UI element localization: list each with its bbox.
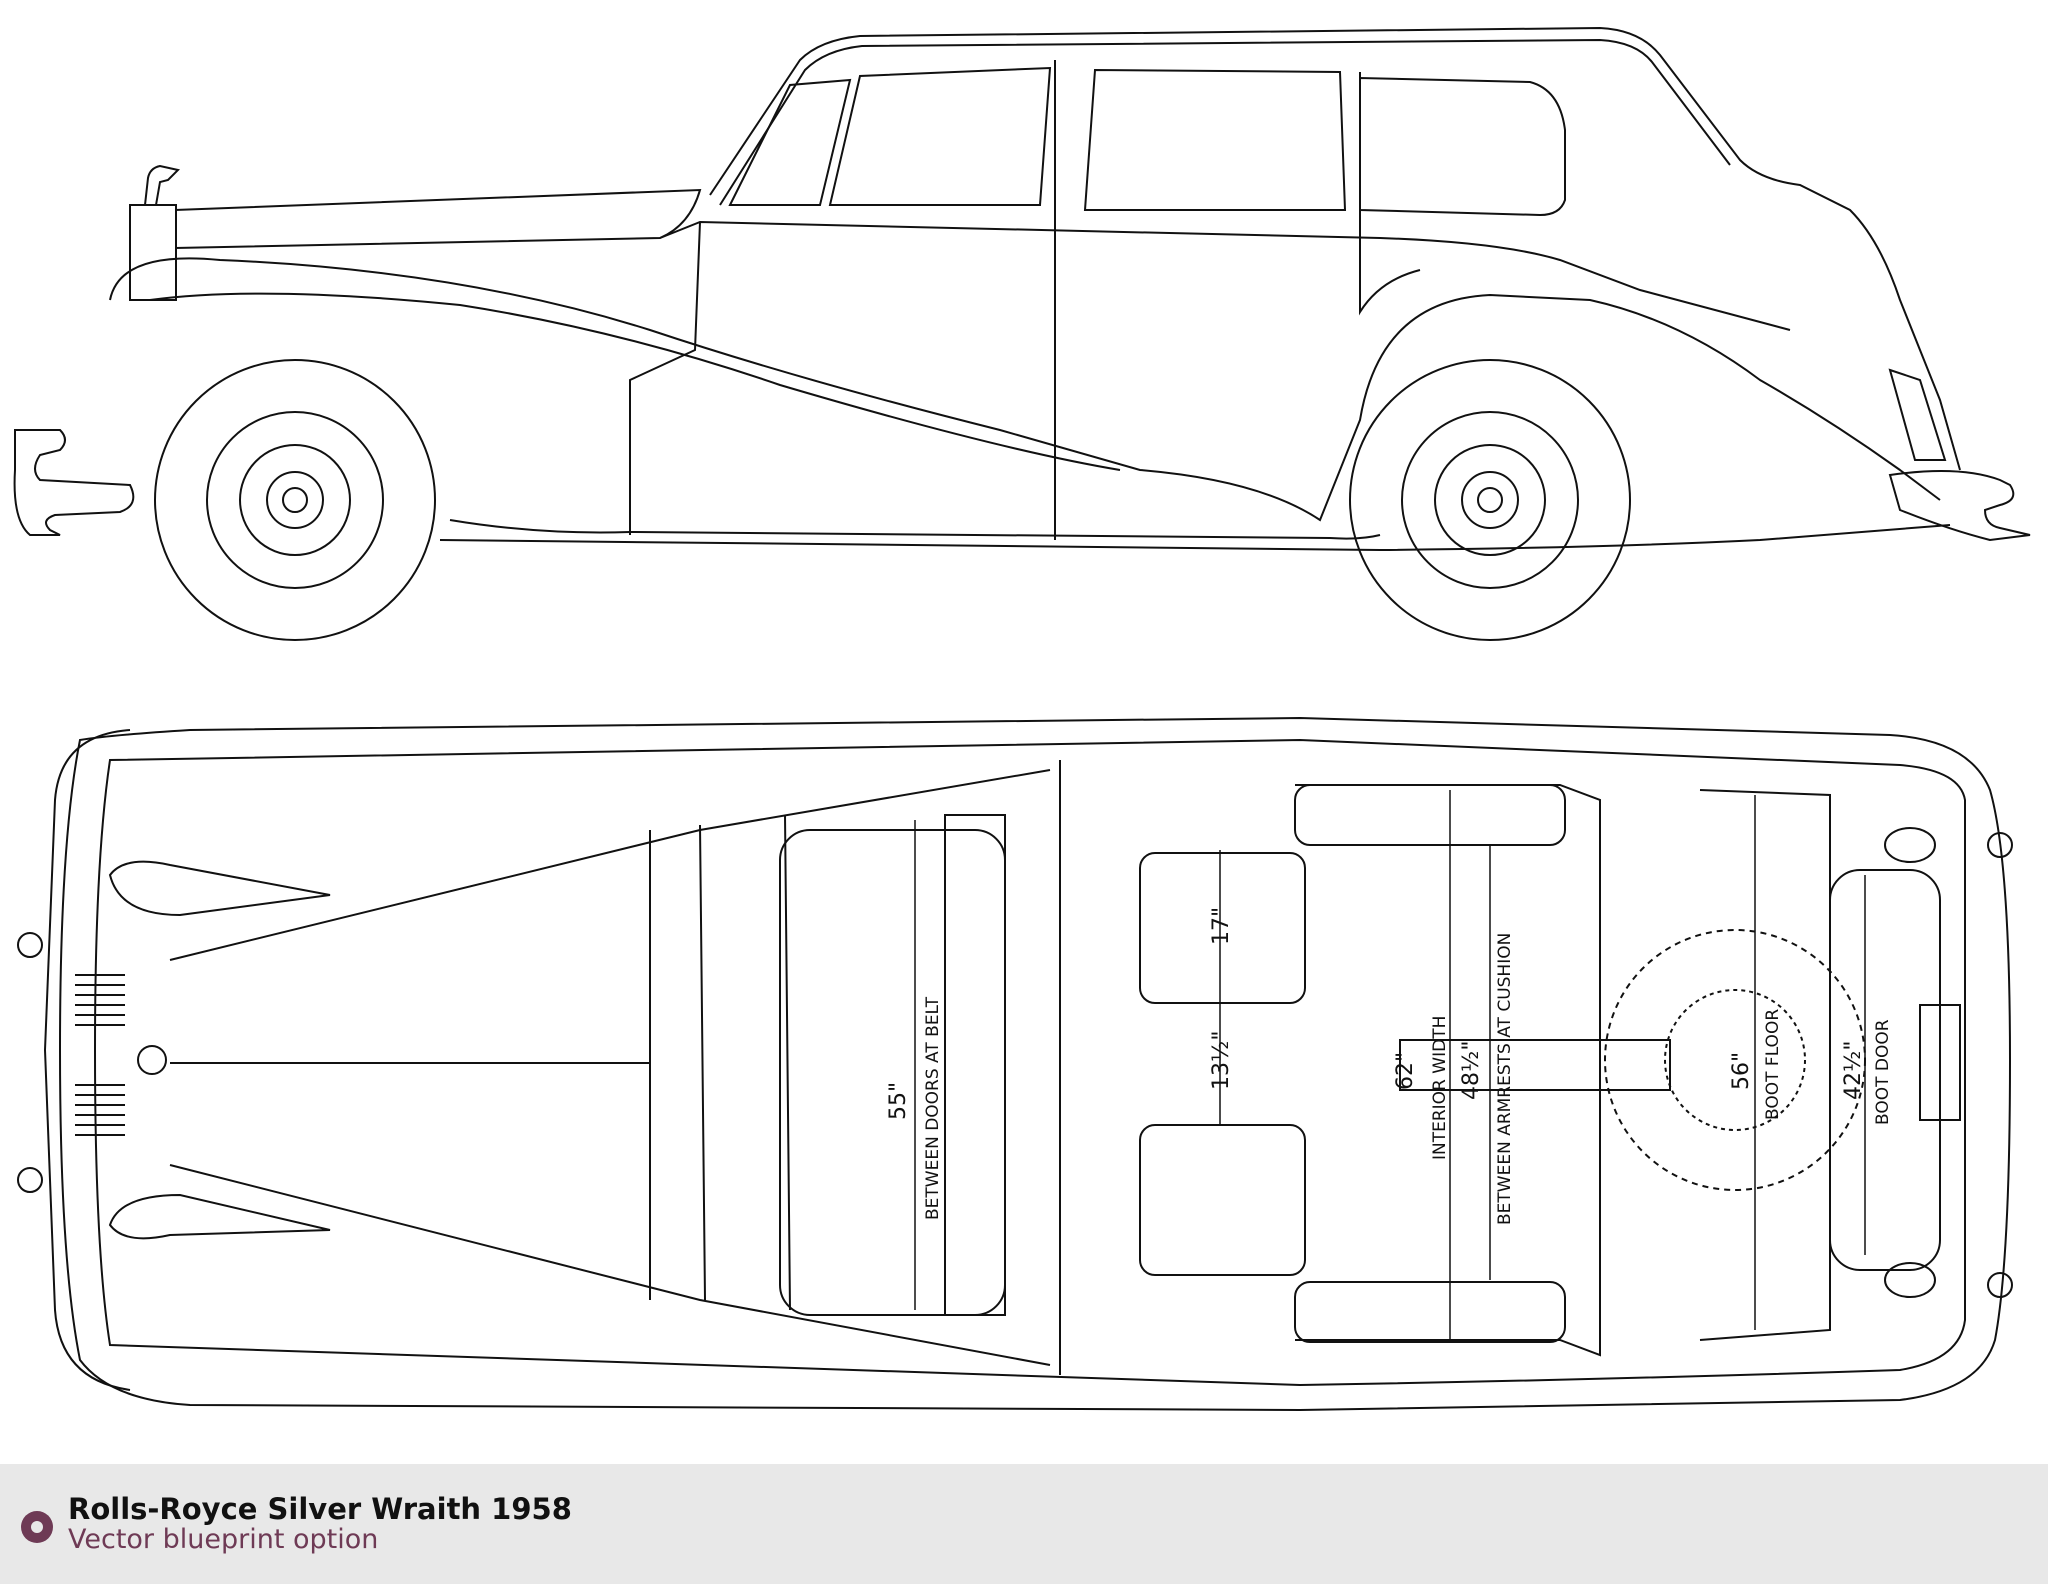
mascot-icon	[143, 164, 180, 206]
plan-light-bottom	[17, 1167, 43, 1193]
blueprint-drawing: 55" BETWEEN DOORS AT BELT 17" 13½" 62" I…	[13, 26, 2031, 1412]
front-fender	[109, 257, 1941, 522]
plan-tail-light-top	[1884, 827, 1936, 863]
dim-seat-length-value: 17"	[1209, 907, 1234, 945]
dim-seat-gap-value: 13½"	[1209, 1031, 1234, 1090]
dim-between-doors-label: BETWEEN DOORS AT BELT	[923, 996, 943, 1220]
dim-boot-floor-value: 56"	[1729, 1052, 1754, 1090]
plan-grille	[75, 974, 125, 1136]
radiator-grille	[129, 204, 177, 301]
plan-hood-bottom	[169, 1164, 1051, 1366]
front-door	[629, 221, 701, 535]
plan-hood-top	[169, 769, 1051, 961]
plan-headlight-bottom	[108, 1193, 331, 1240]
plan-centre-armrest	[1399, 1039, 1671, 1091]
dim-interior-width-value: 62"	[1393, 1052, 1418, 1090]
bullet-circle-icon	[21, 1511, 53, 1543]
belt-line	[659, 220, 1791, 331]
tail-light	[1888, 368, 1947, 461]
plan-armrest-bottom	[1294, 1281, 1566, 1343]
rear-door-window	[1083, 68, 1347, 211]
dim-interior-width-label: INTERIOR WIDTH	[1430, 1016, 1450, 1160]
rear-wheel	[1349, 359, 1631, 641]
footer-title: Rolls-Royce Silver Wraith 1958	[68, 1492, 572, 1526]
plan-headlight-top	[108, 860, 331, 917]
windscreen	[728, 78, 852, 206]
plan-armrest-top	[1294, 784, 1566, 846]
plan-front-bumper	[43, 729, 131, 1391]
dim-boot-door-value: 42½"	[1841, 1041, 1866, 1100]
plan-rear-cushion-bottom	[1139, 1124, 1306, 1276]
side-view	[13, 26, 2031, 641]
plan-mascot	[137, 1045, 167, 1075]
roof-outline	[709, 26, 1961, 471]
plan-tail-light-bottom	[1884, 1262, 1936, 1298]
dim-boot-door-label: BOOT DOOR	[1873, 1019, 1893, 1125]
dim-armrests-label: BETWEEN ARMRESTS AT CUSHION	[1495, 933, 1515, 1225]
plan-number-plate	[1919, 1004, 1961, 1121]
plan-rear-light-bottom	[1987, 1272, 2013, 1298]
rear-bumper	[1888, 470, 2031, 542]
dimension-lines	[914, 790, 1866, 1340]
rear-door	[1359, 72, 1421, 316]
fender-inner	[149, 292, 1121, 471]
plan-view	[17, 716, 2013, 1412]
front-window	[828, 66, 1052, 206]
dim-armrests-value: 48½"	[1459, 1041, 1484, 1100]
plan-rear-light-top	[1987, 832, 2013, 858]
plan-inner-outline	[93, 738, 1966, 1387]
sill-lower	[439, 524, 1951, 552]
dim-between-doors-value: 55"	[886, 1082, 911, 1120]
plan-spare-hub	[1664, 989, 1806, 1131]
plan-front-seat-back	[944, 814, 1006, 1316]
plan-front-seat	[779, 829, 1006, 1316]
sill-line	[449, 519, 1381, 540]
footer-bar	[0, 1464, 2048, 1584]
plan-rear-cushion-top	[1139, 852, 1306, 1004]
front-wheel	[154, 359, 436, 641]
plan-boot-door	[1829, 869, 1941, 1271]
hood-line	[174, 188, 702, 249]
quarter-window	[1359, 76, 1566, 217]
plan-windscreen	[699, 814, 791, 1311]
plan-light-top	[17, 932, 43, 958]
footer-subtitle: Vector blueprint option	[68, 1524, 379, 1555]
front-bumper	[13, 429, 135, 536]
dimension-labels: 55" BETWEEN DOORS AT BELT 17" 13½" 62" I…	[886, 907, 1893, 1225]
roof-inner	[719, 38, 1731, 206]
dim-boot-floor-label: BOOT FLOOR	[1763, 1009, 1783, 1120]
